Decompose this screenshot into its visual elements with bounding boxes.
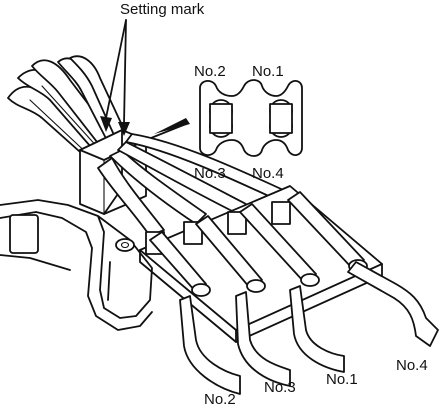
lead-label-no1: No.1 xyxy=(326,371,358,388)
setting-mark-label: Setting mark xyxy=(120,1,205,18)
routed-leads xyxy=(97,133,293,237)
lead-label-no3: No.3 xyxy=(264,379,296,396)
separator-inset xyxy=(199,79,303,157)
lead-label-no4: No.4 xyxy=(396,357,428,374)
inset-label-no1: No.1 xyxy=(252,63,284,80)
bracket-bolt-hole xyxy=(115,238,135,252)
lead-label-no2: No.2 xyxy=(204,391,236,408)
inset-label-no2: No.2 xyxy=(194,63,226,80)
plug-boot-no3 xyxy=(235,291,291,387)
rail-clip-3 xyxy=(227,211,247,235)
engine-bracket xyxy=(0,199,153,331)
plug-leads xyxy=(149,191,439,395)
inset-pointer xyxy=(154,118,190,134)
rail-clip-2 xyxy=(183,221,203,245)
inset-label-no4: No.4 xyxy=(252,165,284,182)
rail-clip-4 xyxy=(271,201,291,225)
bracket-slot xyxy=(9,214,39,254)
setting-mark-arrows xyxy=(100,19,130,136)
plug-boot-no4 xyxy=(347,261,439,347)
inset-label-no3: No.3 xyxy=(194,165,226,182)
plug-boot-no1 xyxy=(289,285,345,373)
plug-boot-no2 xyxy=(179,295,241,395)
